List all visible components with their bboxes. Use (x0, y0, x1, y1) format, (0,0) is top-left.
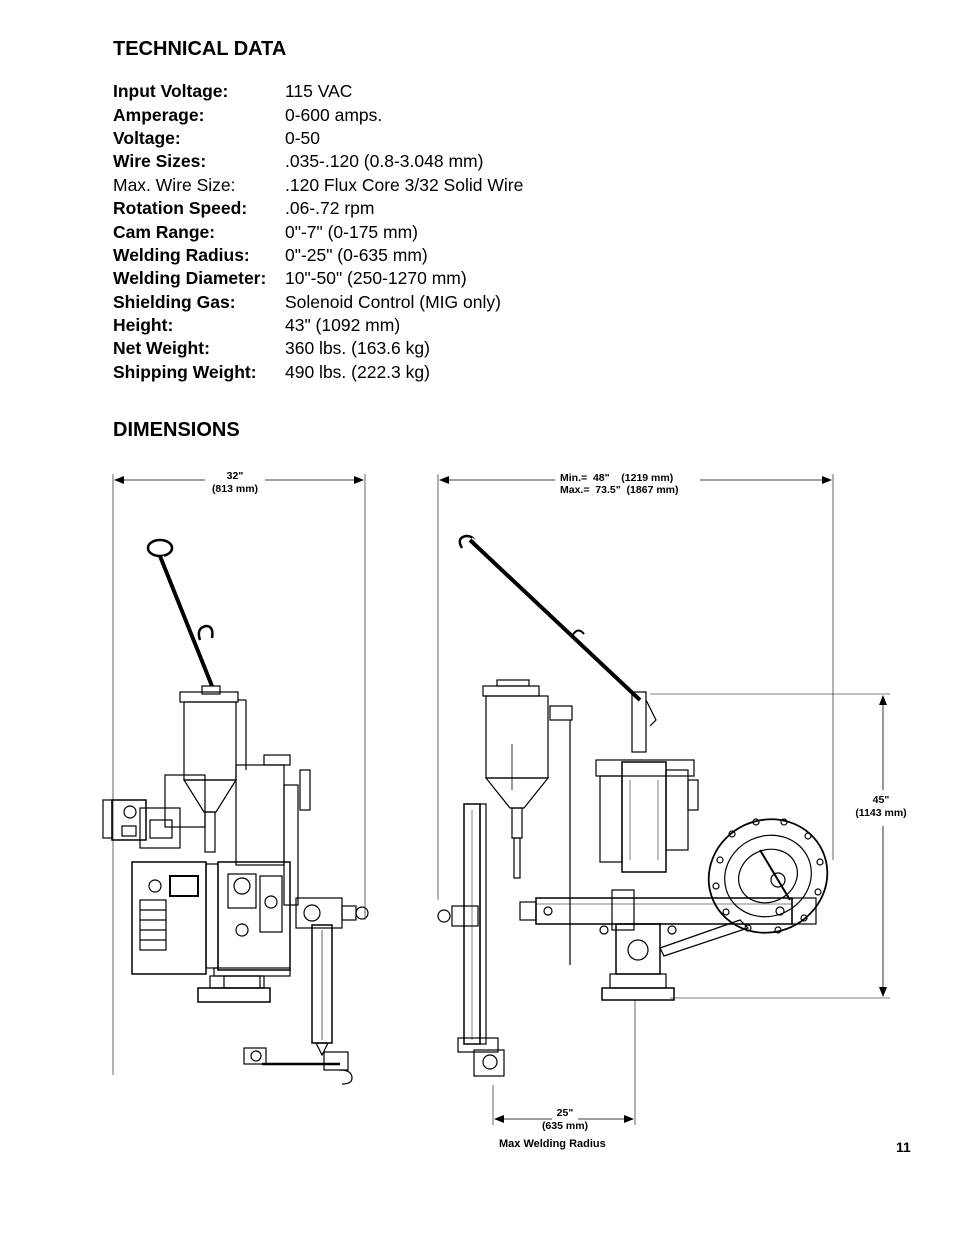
spec-label: Cam Range: (113, 221, 216, 242)
spec-row: Welding Radius: 0"-25" (0-635 mm) (113, 244, 523, 267)
dimensions-heading: DIMENSIONS (113, 419, 240, 441)
spec-value: 490 lbs. (222.3 kg) (285, 361, 430, 382)
reach-max-dimension: Max.= 73.5" (1867 mm) (560, 484, 679, 496)
spec-value: .120 Flux Core 3/32 Solid Wire (285, 174, 524, 195)
spec-row: Welding Diameter: 10"-50" (250-1270 mm) (113, 267, 523, 290)
spec-value: 115 VAC (285, 81, 353, 102)
spec-label: Shielding Gas: (113, 291, 236, 312)
page-number: 11 (896, 1139, 911, 1155)
spec-value: 0"-7" (0-175 mm) (285, 221, 419, 242)
spec-row: Wire Sizes: .035-.120 (0.8-3.048 mm) (113, 150, 523, 173)
spec-row: Cam Range: 0"-7" (0-175 mm) (113, 220, 523, 243)
spec-label: Voltage: (113, 127, 181, 148)
reach-min-dimension: Min.= 48" (1219 mm) (560, 472, 673, 484)
spec-label: Height: (113, 315, 174, 336)
spec-value: .035-.120 (0.8-3.048 mm) (285, 151, 484, 172)
width-dimension-metric: (813 mm) (212, 483, 258, 495)
spec-value: 0"-25" (0-635 mm) (285, 244, 428, 265)
spec-row: Max. Wire Size: .120 Flux Core 3/32 Solid… (113, 174, 523, 197)
spec-row: Shielding Gas: Solenoid Control (MIG only… (113, 291, 523, 314)
radius-dimension-value: 25" (557, 1107, 574, 1119)
radius-dimension-metric: (635 mm) (542, 1120, 588, 1132)
spec-label: Welding Radius: (113, 244, 250, 265)
spec-value: .06-.72 rpm (285, 198, 375, 219)
spec-row: Voltage: 0-50 (113, 127, 523, 150)
spec-label: Wire Sizes: (113, 151, 207, 172)
spec-row: Input Voltage: 115 VAC (113, 80, 523, 103)
spec-value: 0-50 (285, 127, 321, 148)
spec-label: Rotation Speed: (113, 198, 248, 219)
height-dimension-value: 45" (873, 794, 890, 806)
spec-label: Welding Diameter: (113, 268, 267, 289)
spec-row: Rotation Speed: .06-.72 rpm (113, 197, 523, 220)
spec-row: Height: 43" (1092 mm) (113, 314, 523, 337)
technical-data-heading: TECHNICAL DATA (113, 38, 287, 60)
width-dimension-value: 32" (227, 470, 244, 482)
side-view-drawing (437, 474, 890, 1125)
spec-table: Input Voltage: 115 VAC Amperage: 0-600 amps… (113, 80, 523, 384)
spec-value: Solenoid Control (MIG only) (285, 291, 501, 312)
spec-label: Max. Wire Size: (113, 174, 236, 195)
spec-label: Shipping Weight: (113, 361, 257, 382)
spec-label: Net Weight: (113, 338, 210, 359)
front-view-drawing (102, 474, 369, 1085)
spec-value: 360 lbs. (163.6 kg) (285, 338, 430, 359)
height-dimension-metric: (1143 mm) (855, 807, 906, 819)
spec-value: 0-600 amps. (285, 104, 383, 125)
spec-value: 43" (1092 mm) (285, 315, 401, 336)
spec-row: Amperage: 0-600 amps. (113, 103, 523, 126)
spec-label: Input Voltage: (113, 81, 229, 102)
spec-value: 10"-50" (250-1270 mm) (285, 268, 467, 289)
spec-label: Amperage: (113, 104, 205, 125)
spec-row: Shipping Weight: 490 lbs. (222.3 kg) (113, 361, 523, 384)
spec-row: Net Weight: 360 lbs. (163.6 kg) (113, 337, 523, 360)
max-welding-radius-caption: Max Welding Radius (499, 1138, 606, 1150)
